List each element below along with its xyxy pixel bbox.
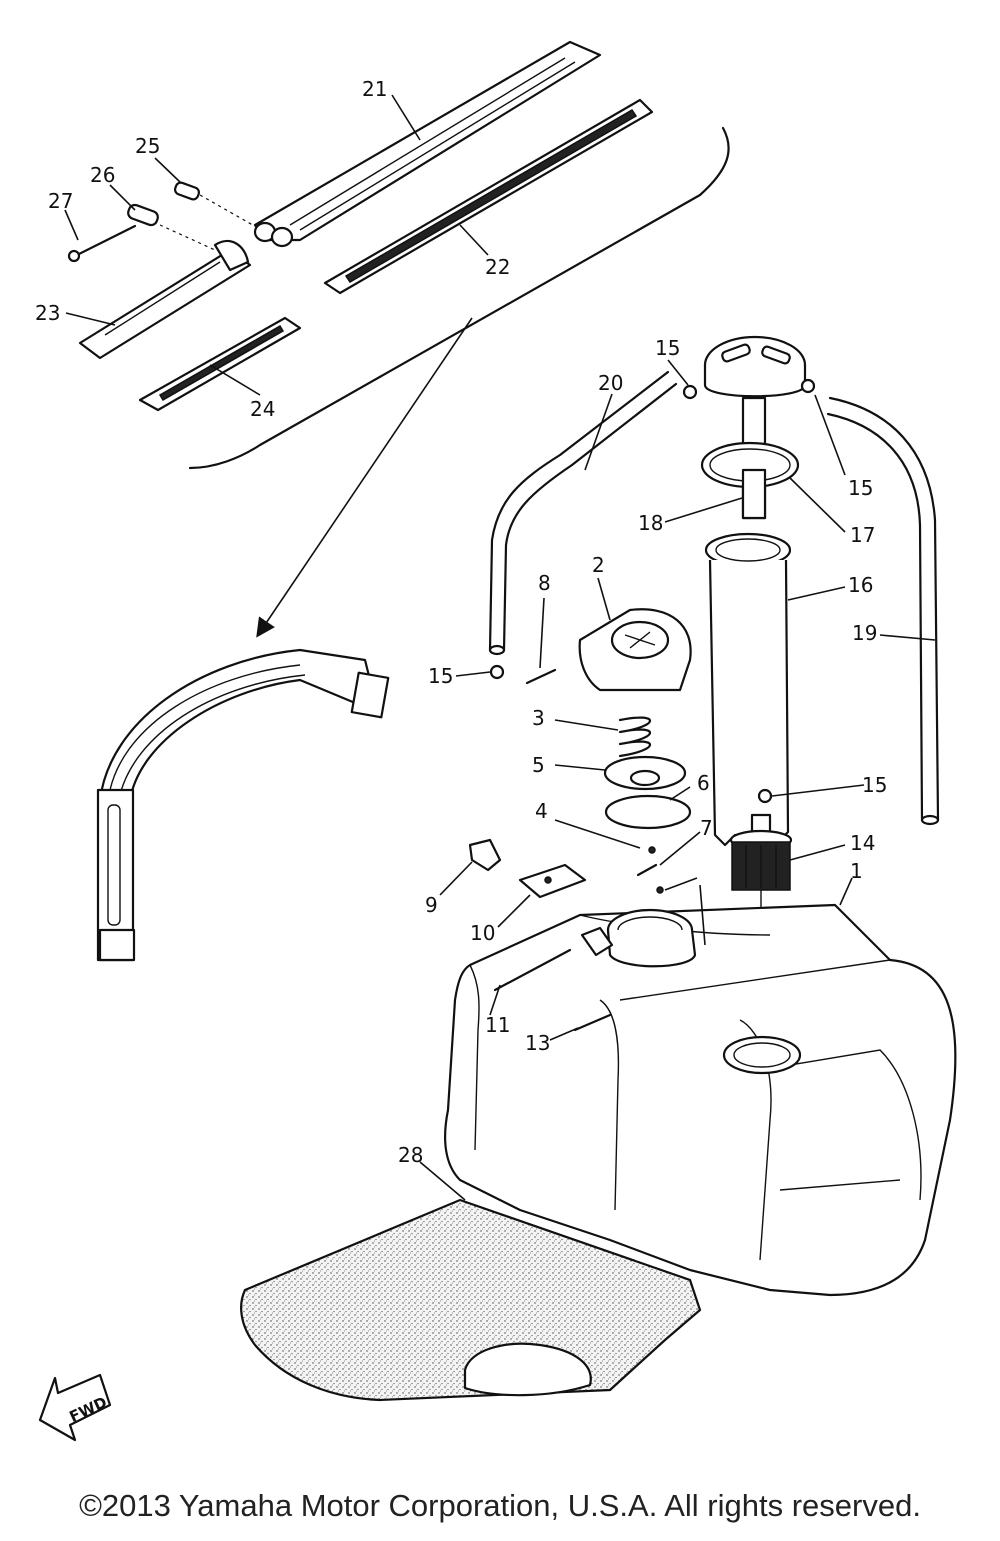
callout-22: 22	[485, 255, 510, 279]
callout-1: 1	[850, 859, 863, 883]
assembly-line	[159, 224, 216, 251]
part-26-collar	[127, 203, 159, 227]
part-23-short-strap	[78, 239, 252, 360]
callout-7: 7	[700, 816, 713, 840]
part-16-strainer-tube	[704, 532, 792, 850]
part-7-screw	[636, 863, 658, 877]
part-20-hose	[488, 370, 678, 656]
part-19-hose	[826, 396, 940, 826]
callout-15-top-right: 15	[848, 476, 873, 500]
callout-15-filter: 15	[862, 773, 887, 797]
callout-25: 25	[135, 134, 160, 158]
callout-17: 17	[850, 523, 875, 547]
part-24-rubber-channel	[138, 316, 302, 412]
callout-numbers: 21 22 23 24 25 26 27 20 15 15 18 17 16 1…	[35, 77, 887, 1167]
callout-18: 18	[638, 511, 663, 535]
part-15-clip-hose	[489, 664, 505, 680]
part-17-o-ring	[700, 441, 800, 520]
part-6-plate	[604, 794, 692, 830]
part-1-fuel-tank	[444, 903, 957, 1297]
callout-20: 20	[598, 371, 623, 395]
callout-11: 11	[485, 1013, 510, 1037]
part-11-rod	[493, 948, 572, 992]
forward-direction-arrow: FWD	[38, 1373, 112, 1442]
part-12-screw	[656, 886, 664, 894]
callout-26: 26	[90, 163, 115, 187]
part-2-cap-housing	[578, 608, 692, 692]
part-15-clip-top-left	[682, 384, 698, 400]
part-8-pin	[525, 668, 557, 685]
part-15-clip-top-right	[800, 378, 816, 394]
part-13-rod	[573, 1013, 612, 1032]
callout-4: 4	[535, 799, 548, 823]
callout-9: 9	[425, 893, 438, 917]
callout-13: 13	[525, 1031, 550, 1055]
part-25-collar	[173, 181, 201, 201]
callout-8: 8	[538, 571, 551, 595]
callout-10: 10	[470, 921, 495, 945]
inset-panel-outline	[188, 126, 730, 470]
part-15-clip-filter	[757, 788, 773, 804]
callout-16: 16	[848, 573, 873, 597]
callout-24: 24	[250, 397, 275, 421]
leader-lines	[64, 94, 936, 1201]
part-5-cup	[603, 755, 687, 791]
part-3-spring	[618, 716, 652, 758]
callout-14: 14	[850, 831, 875, 855]
callout-28: 28	[398, 1143, 423, 1167]
part-22-rubber-channel	[323, 98, 654, 295]
callout-15-top-left: 15	[655, 336, 680, 360]
assembly-line	[199, 194, 259, 229]
part-10-plate	[518, 863, 587, 899]
part-27-bolt	[67, 224, 137, 263]
callout-2-cap: 2	[592, 553, 605, 577]
callout-23: 23	[35, 301, 60, 325]
part-4-rivet	[648, 846, 656, 854]
part-14-filter	[729, 813, 793, 891]
part-28-mat	[240, 1198, 702, 1402]
callout-27: 27	[48, 189, 73, 213]
callout-21: 21	[362, 77, 387, 101]
inset-reference-arrow	[256, 317, 473, 638]
callout-6: 6	[697, 771, 710, 795]
part-9-bracket	[468, 838, 502, 872]
part-21-strap	[253, 40, 602, 248]
callout-19: 19	[852, 621, 877, 645]
callout-15-hose: 15	[428, 664, 453, 688]
assembled-strap	[96, 648, 390, 962]
callout-5: 5	[532, 753, 545, 777]
callout-3: 3	[532, 706, 545, 730]
breather-cap	[703, 335, 807, 398]
copyright-notice: ©2013 Yamaha Motor Corporation, U.S.A. A…	[79, 1488, 921, 1523]
